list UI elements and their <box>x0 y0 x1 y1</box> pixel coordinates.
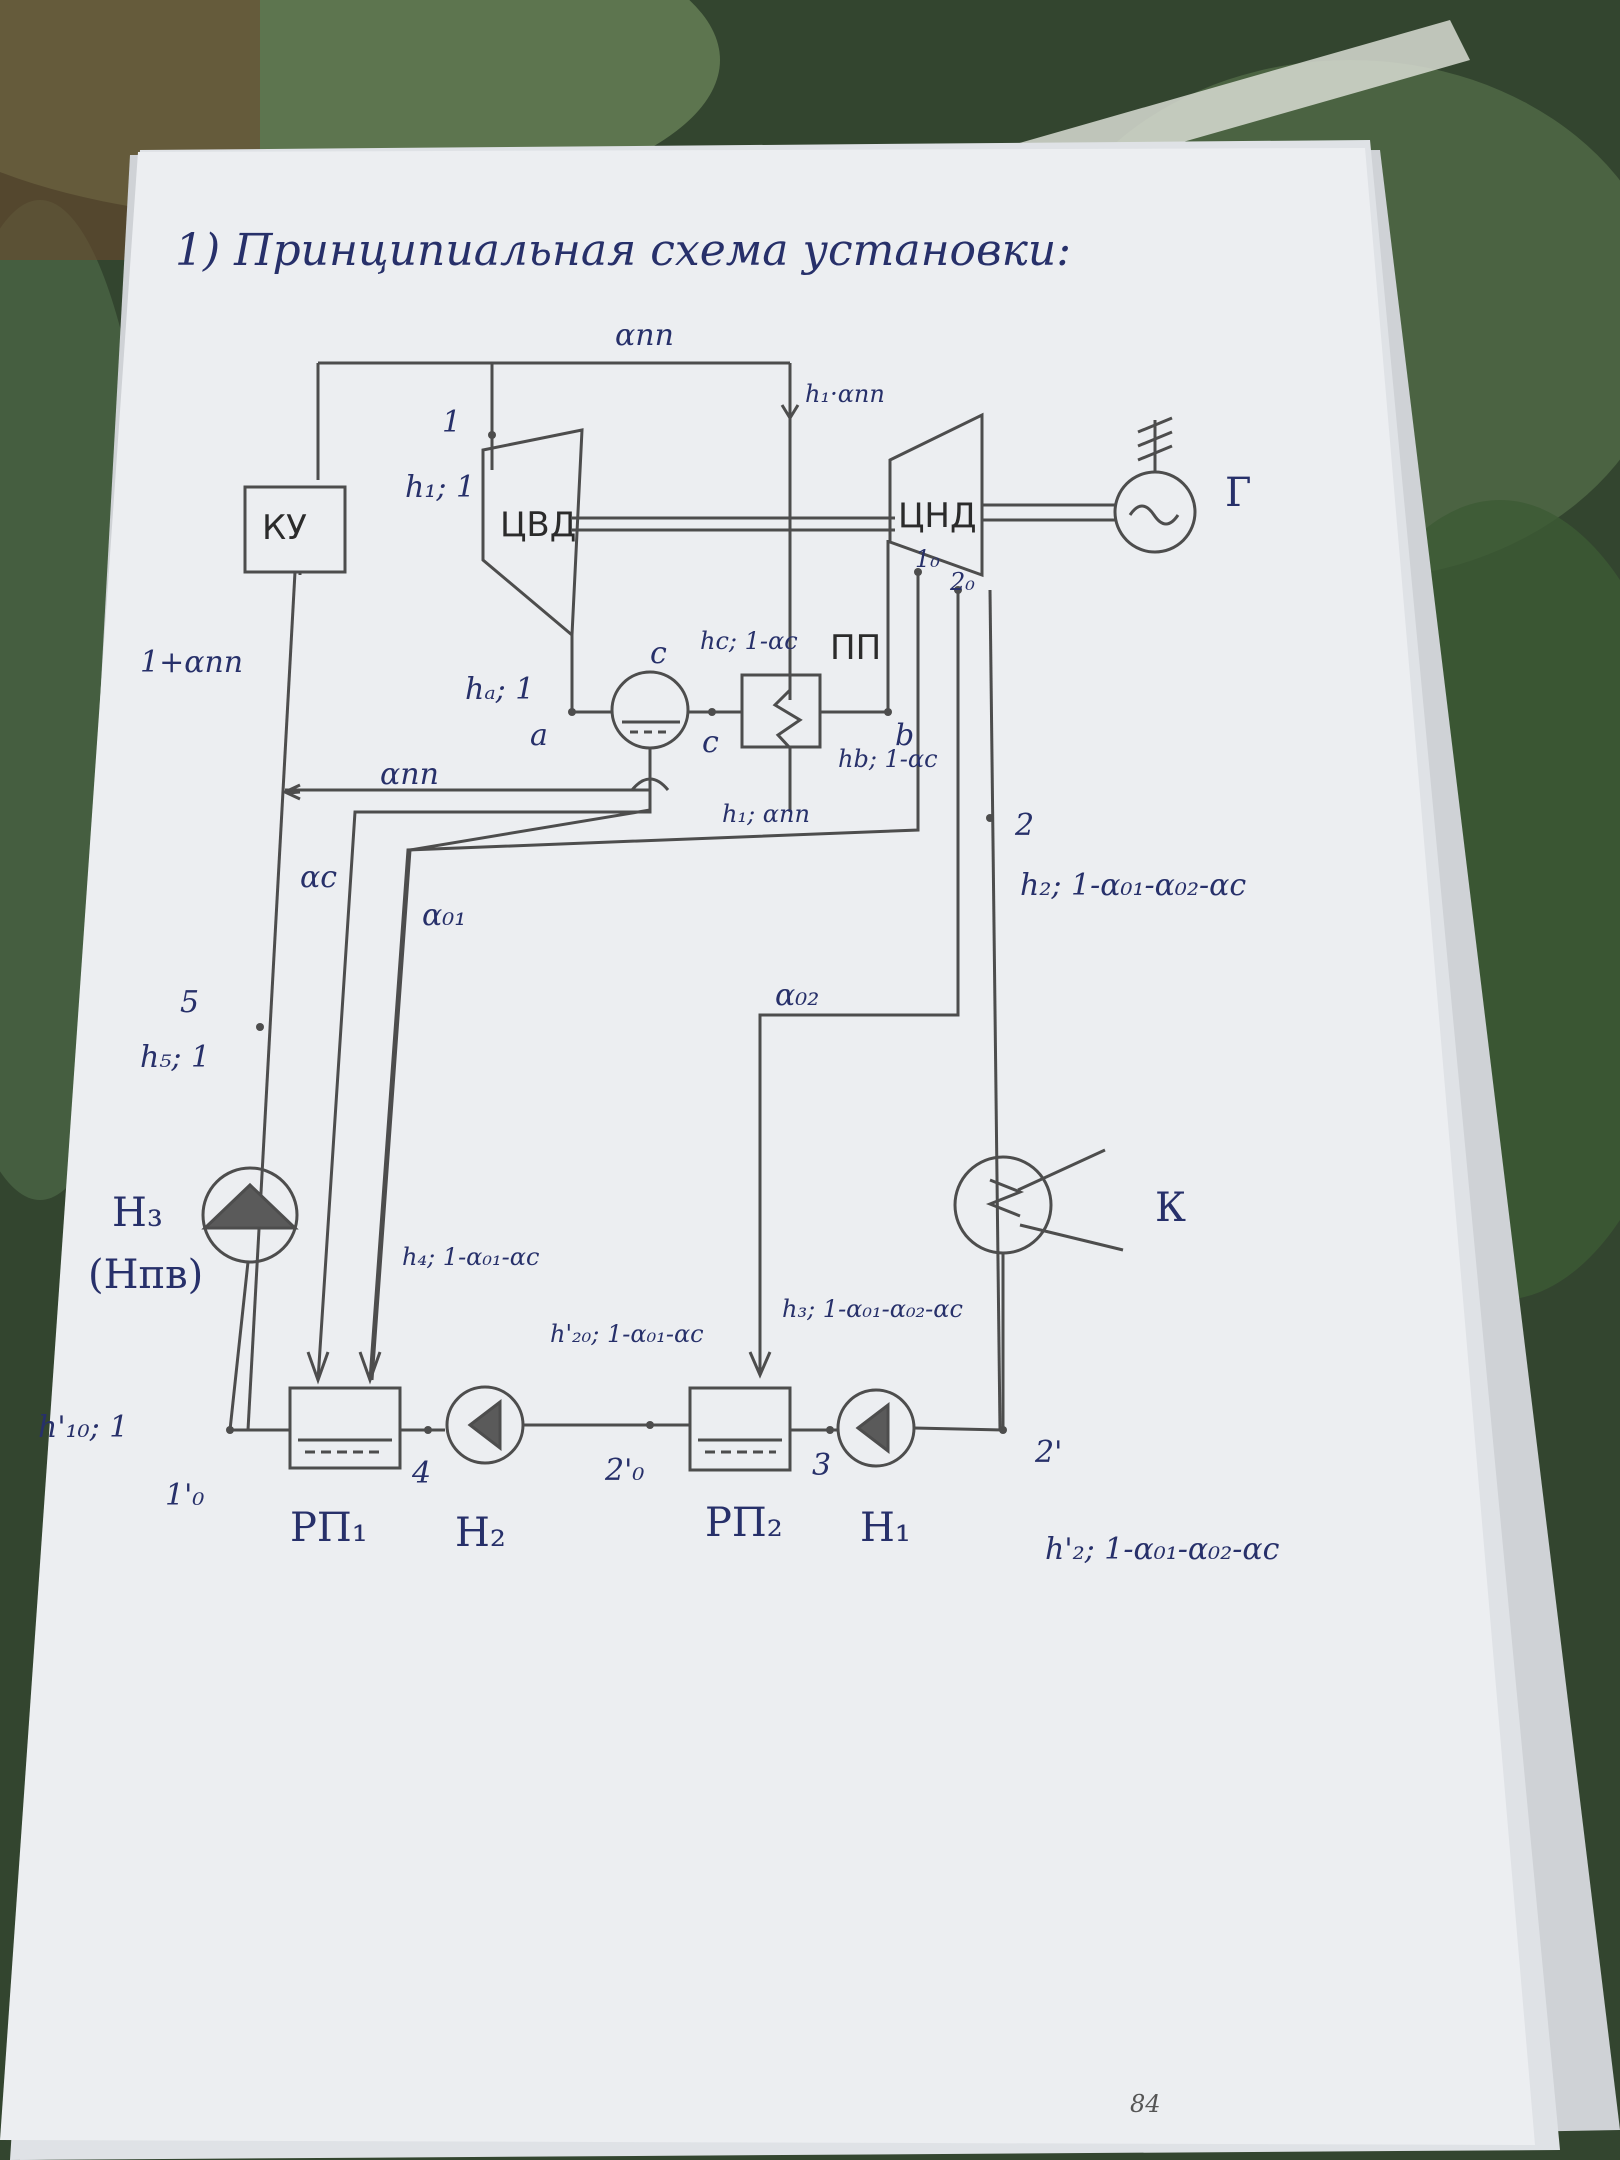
label-app-top: αпп <box>615 318 674 353</box>
pump-h3 <box>201 1166 299 1264</box>
separator <box>610 670 690 750</box>
label-a01: α₀₁ <box>422 898 467 933</box>
h3-label: Н₃ <box>112 1190 163 1236</box>
rp1-label: РП₁ <box>290 1505 368 1551</box>
condenser-circle <box>953 1155 1053 1255</box>
label-ha: hₐ; 1 <box>465 672 535 707</box>
page-number: 84 <box>1130 2090 1161 2118</box>
label-pt10p: 1'₀ <box>165 1478 205 1513</box>
label-h2p: h'₂; 1-α₀₁-α₀₂-αc <box>1045 1532 1280 1567</box>
page-title: 1) Принципиальная схема установки: <box>175 225 1072 276</box>
generator-circle <box>1113 470 1197 554</box>
pipe-to-condenser <box>988 589 1002 1431</box>
h2-label: Н₂ <box>455 1510 506 1556</box>
rp1-tank <box>288 1386 402 1470</box>
label-pt-c-top: c <box>650 636 667 671</box>
label-pt4: 4 <box>412 1456 432 1491</box>
pump-h3-triangle <box>201 1182 299 1230</box>
label-pt-c-mid: c <box>702 725 719 760</box>
paper-sheet <box>0 148 1535 2145</box>
cnd-label: ЦНД <box>898 496 977 536</box>
arrow-down <box>780 404 800 421</box>
rp2-tank <box>688 1386 792 1472</box>
label-pt-a: a <box>530 718 548 753</box>
cvd-label: ЦВД <box>500 505 577 545</box>
pipe-ku-down <box>246 571 297 1431</box>
generator-label: Г <box>1225 470 1252 516</box>
label-hb: hb; 1-αc <box>838 745 938 773</box>
label-h4: h₄; 1-α₀₁-αc <box>402 1243 540 1271</box>
label-1-plus-app: 1+αпп <box>140 645 244 680</box>
label-app-left: αпп <box>380 757 439 792</box>
h1-label: Н₁ <box>860 1505 911 1551</box>
label-pt-b: b <box>895 718 915 753</box>
label-h1-app2: h₁; αпп <box>722 800 810 828</box>
label-h2: h₂; 1-α₀₁-α₀₂-αc <box>1020 868 1247 903</box>
label-h10p: h'₁₀; 1 <box>38 1410 129 1445</box>
label-pt-10: 1₀ <box>915 545 940 573</box>
pp-label: ПП <box>830 628 882 668</box>
label-h3: h₃; 1-α₀₁-α₀₂-αc <box>782 1295 963 1323</box>
reheater-coil <box>772 655 803 790</box>
label-pt2p: 2' <box>1035 1435 1063 1470</box>
label-h1-1: h₁; 1 <box>405 470 476 505</box>
cnd-turbine <box>888 412 984 578</box>
label-h20p: h'₂₀; 1-α₀₁-αc <box>550 1320 704 1348</box>
label-pt3: 3 <box>812 1448 832 1483</box>
rp2-label: РП₂ <box>705 1500 783 1546</box>
extraction-a02 <box>758 590 960 1375</box>
condenser-label: К <box>1155 1185 1186 1231</box>
label-pt1: 1 <box>442 405 462 440</box>
label-pt20p: 2'₀ <box>605 1453 645 1488</box>
label-pt2: 2 <box>1015 808 1035 843</box>
label-pt-20: 2₀ <box>950 568 975 596</box>
label-a02: α₀₂ <box>775 978 820 1013</box>
extraction-a01 <box>368 572 920 1381</box>
label-ac: αc <box>300 860 338 895</box>
label-h5: h₅; 1 <box>140 1040 211 1075</box>
ku-label: КУ <box>262 508 307 548</box>
label-pt5: 5 <box>180 985 200 1020</box>
hpv-label: (Нпв) <box>88 1252 204 1298</box>
sine-icon <box>1128 504 1180 526</box>
label-hc: hc; 1-αc <box>700 627 798 655</box>
label-h1-app: h₁·αпп <box>805 380 885 408</box>
